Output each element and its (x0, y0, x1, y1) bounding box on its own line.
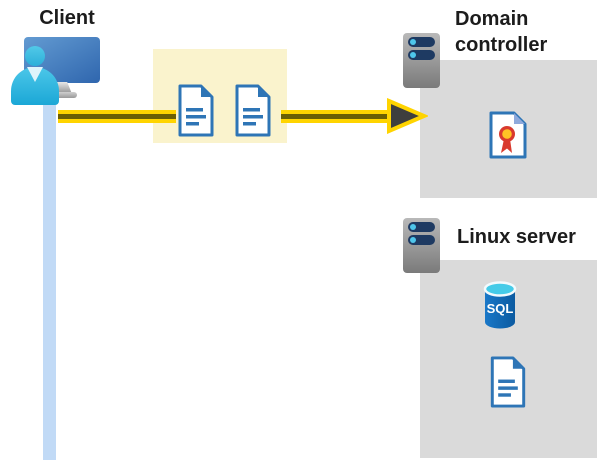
server-led-icon (410, 237, 416, 243)
server-led-icon (410, 224, 416, 230)
arrow-shaft-left (58, 110, 176, 123)
domain-controller-title: Domain controller (455, 8, 548, 56)
tgt-document-icon (178, 84, 214, 137)
linux-server-title: Linux server (457, 226, 576, 248)
keytab-document-icon (490, 356, 526, 408)
server-slot-icon (408, 37, 435, 47)
spn-document-icon (235, 84, 271, 137)
sql-label: SQL (487, 301, 514, 316)
server-slot-icon (408, 222, 435, 232)
monitor-stand-base-icon (47, 92, 77, 98)
person-collar-icon (27, 67, 43, 82)
server-slot-icon (408, 50, 435, 60)
sql-database-icon: SQL (483, 281, 517, 329)
server-led-icon (410, 52, 416, 58)
linux-server-icon (403, 218, 440, 273)
client-connection-line (43, 95, 56, 460)
client-title: Client (39, 7, 95, 29)
server-led-icon (410, 39, 416, 45)
arrow-head-icon (387, 98, 428, 134)
server-slot-icon (408, 235, 435, 245)
person-head-icon (25, 46, 45, 66)
certificate-icon (489, 111, 527, 159)
arrow-shaft-right (281, 110, 390, 123)
domain-controller-server-icon (403, 33, 440, 88)
